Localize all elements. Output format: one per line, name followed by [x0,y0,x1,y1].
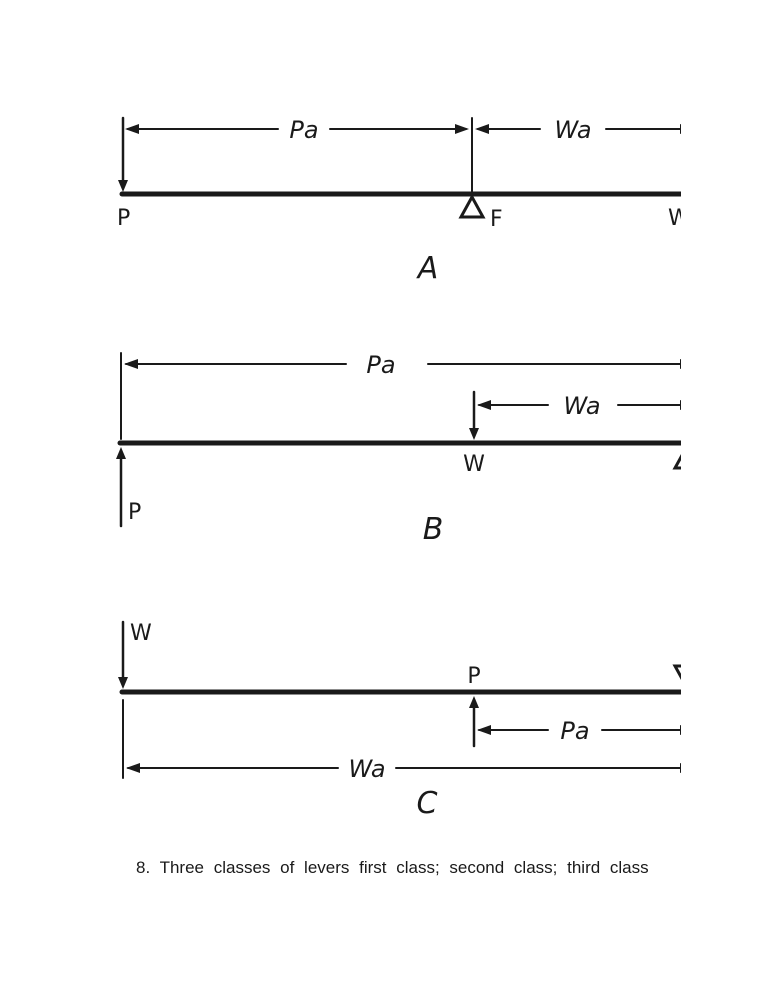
load-arrow-b [469,390,479,440]
panel-b-second-class: Pa Wa W P F [116,351,697,547]
panel-c-third-class: Pa Wa W P F C [118,620,713,821]
panel-a-first-class: Pa Wa P F W A [117,116,690,286]
point-label-f-b: F [684,481,697,506]
fulcrum-triangle-a [458,193,486,219]
dimension-label-wa-c: Wa [348,755,385,783]
point-label-w-a: W [668,206,690,231]
dimension-label-pa-b: Pa [366,351,395,379]
dimension-label-wa-b: Wa [563,392,600,420]
panel-label-a: A [416,251,439,286]
figure-caption: 8. Three classes of levers first class; … [136,858,649,877]
effort-arrow-c [469,696,479,748]
fulcrum-triangle-b [672,453,681,470]
point-label-f-a: F [490,207,503,232]
dimension-pa-a [125,124,469,134]
point-label-w-b: W [463,452,485,477]
dimension-label-wa-a: Wa [554,116,591,144]
point-label-p-a: P [117,206,130,231]
dimension-label-pa-c: Pa [560,717,589,745]
effort-arrow-a [118,116,128,192]
dimension-pa-b [124,359,681,369]
point-label-p-c: P [467,664,480,689]
dimension-wa-b [477,400,681,410]
point-label-p-b: P [128,500,141,525]
panel-label-b: B [423,512,444,547]
dimension-pa-c [477,725,681,735]
panel-label-c: C [417,786,438,821]
fulcrum-triangle-c [672,664,681,681]
load-arrow-c [118,620,128,689]
dimension-wa-c [126,763,681,773]
effort-arrow-b [116,447,126,528]
dimension-wa-a [475,124,681,134]
point-label-f-c: F [700,664,713,689]
point-label-w-c: W [130,621,152,646]
dimension-label-pa-a: Pa [289,116,318,144]
